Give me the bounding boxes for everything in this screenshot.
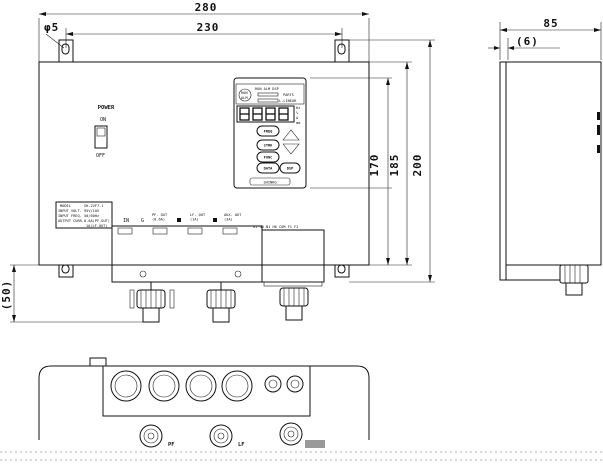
unit-percent: % <box>296 111 299 115</box>
side-flange <box>499 61 507 281</box>
status-low: L.LINEAR <box>279 99 297 103</box>
nameplate-key-1: INPUT VOLT. <box>58 209 82 213</box>
offset-text: (6) <box>516 35 539 48</box>
dimension-hole: φ5 <box>44 21 65 49</box>
unit-amp: A <box>296 116 299 120</box>
cable-gland-in <box>279 287 309 321</box>
bottom-view: PF LF <box>0 357 603 461</box>
height-mid-text: 185 <box>388 154 401 177</box>
svg-text:DSP: DSP <box>287 167 294 171</box>
dimension-200: 200 <box>349 39 435 283</box>
status-mid: PARTS <box>283 93 294 97</box>
port-circles <box>110 370 304 402</box>
bottom-glands <box>139 422 303 448</box>
height-overall-text: 200 <box>411 154 424 177</box>
terminal-block <box>261 229 325 283</box>
dsp-button[interactable]: DSP <box>279 162 301 174</box>
port-label-lf-out: LF. OUT(1A) <box>190 213 206 222</box>
nameplate-text: MODEL SH-2VF7-1 INPUT VOLT. 95V/10V INPU… <box>58 204 110 228</box>
terminal-labels: G1 G0 N1 H0 COM F1 F2 <box>253 225 298 229</box>
nameplate-key-0: MODEL <box>60 204 71 208</box>
connector-protrusion-text: (50) <box>0 280 13 311</box>
hole-diameter-text: φ5 <box>44 21 59 34</box>
logo-text: SHINKO <box>264 181 277 185</box>
depth-text: 85 <box>543 17 558 30</box>
dimension-50: (50) <box>0 264 143 323</box>
main-enclosure <box>38 61 370 266</box>
front-view: POWER ON OFF MODEL SH-2VF7-1 INPUT VOLT.… <box>38 39 370 323</box>
side-body <box>505 61 602 266</box>
svg-text:FREQ: FREQ <box>264 130 273 134</box>
dimension-overall-width: 280 <box>38 1 370 62</box>
nameplate-val-4: 1A(LF.OUT) <box>86 224 108 228</box>
connector-block <box>111 225 263 283</box>
dimension-mount-pitch: 230 <box>65 21 343 48</box>
nameplate-val-1: 95V/10V <box>84 209 100 213</box>
connector-housing <box>102 365 311 417</box>
func-button[interactable]: FUNC <box>256 151 280 163</box>
screw-icon <box>234 270 242 278</box>
mount-pitch-text: 230 <box>197 21 220 34</box>
cable-gland-pf <box>136 282 166 323</box>
side-view: 85 (6) <box>488 17 602 296</box>
port-label-pf-out: PF. OUT(0.6A) <box>152 213 168 222</box>
brand-logo <box>249 177 291 186</box>
status-top: RUN ALM DSP <box>255 87 279 91</box>
svg-text:DATA: DATA <box>264 167 273 171</box>
keypad-body <box>233 77 307 189</box>
corner-bottom: ALM <box>241 96 248 100</box>
keypad: RUN ALM DSP PARTS L.LINEAR RUN ALM Hz % <box>233 77 307 189</box>
cable-gland-lf <box>206 282 236 323</box>
lf-label: LF <box>238 442 245 448</box>
screw-icon <box>139 270 147 278</box>
data-button[interactable]: DATA <box>256 162 280 174</box>
unit-hz: Hz <box>296 106 300 110</box>
run-alarm-lamp <box>238 88 252 102</box>
overall-width-text: 280 <box>195 1 218 14</box>
strk-button[interactable]: STRK <box>256 139 280 151</box>
dimension-185: 185 <box>369 61 412 266</box>
lf-indicator <box>213 218 217 222</box>
nameplate-key-3: OUTPUT CURR. <box>58 219 84 223</box>
nameplate-val-3: 0.6A(PF.OUT) <box>84 219 110 223</box>
power-label: POWER <box>98 105 115 111</box>
unit-mm: mm <box>296 121 300 125</box>
port-label-in: IN <box>123 218 129 224</box>
off-label: OFF <box>96 153 105 159</box>
dimension-170: 170 <box>310 77 392 265</box>
bottom-right-mount-tab <box>334 264 350 278</box>
nameplate <box>55 201 113 229</box>
port-label-g: G <box>141 218 144 224</box>
on-label: ON <box>100 117 106 123</box>
svg-text:FUNC: FUNC <box>264 156 273 160</box>
pf-indicator <box>177 218 181 222</box>
nameplate-key-2: INPUT FREQ. <box>58 214 82 218</box>
pf-label: PF <box>168 442 175 448</box>
nameplate-val-0: SH-2VF7-1 <box>84 204 103 208</box>
freq-button[interactable]: FREQ <box>256 125 280 137</box>
port-label-aux-out: AUX. OUT(3A) <box>224 213 242 222</box>
nameplate-val-2: 50/60Hz <box>84 214 99 218</box>
svg-text:STRK: STRK <box>264 144 273 148</box>
up-arrow-icon[interactable] <box>282 129 300 141</box>
down-arrow-icon[interactable] <box>282 143 300 155</box>
bottom-left-mount-tab <box>58 264 74 278</box>
corner-top: RUN <box>241 91 248 95</box>
height-inner-text: 170 <box>368 154 381 177</box>
power-switch[interactable] <box>94 125 108 149</box>
